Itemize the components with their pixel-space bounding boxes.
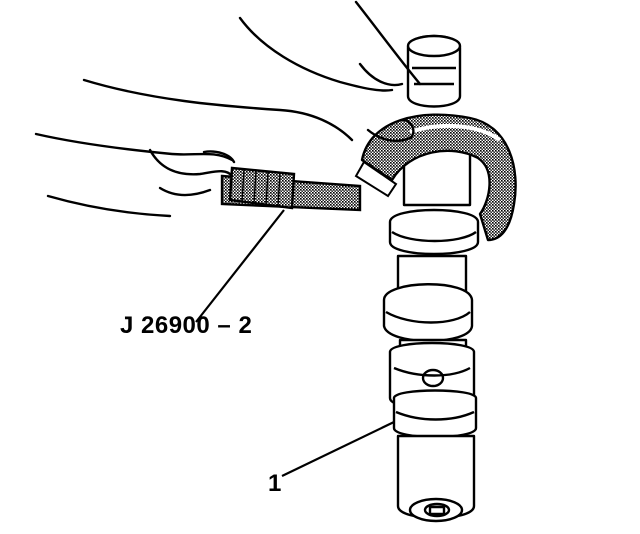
camshaft-icon: [382, 34, 480, 523]
leader-line-tool: [195, 209, 285, 323]
micrometer-icon: [220, 113, 517, 242]
leader-lines: [195, 209, 395, 477]
hand-icon: [34, 0, 422, 218]
leader-line-part: [281, 421, 395, 477]
part-callout-label: 1: [268, 470, 282, 497]
tool-callout-label: J 26900 – 2: [120, 312, 253, 339]
